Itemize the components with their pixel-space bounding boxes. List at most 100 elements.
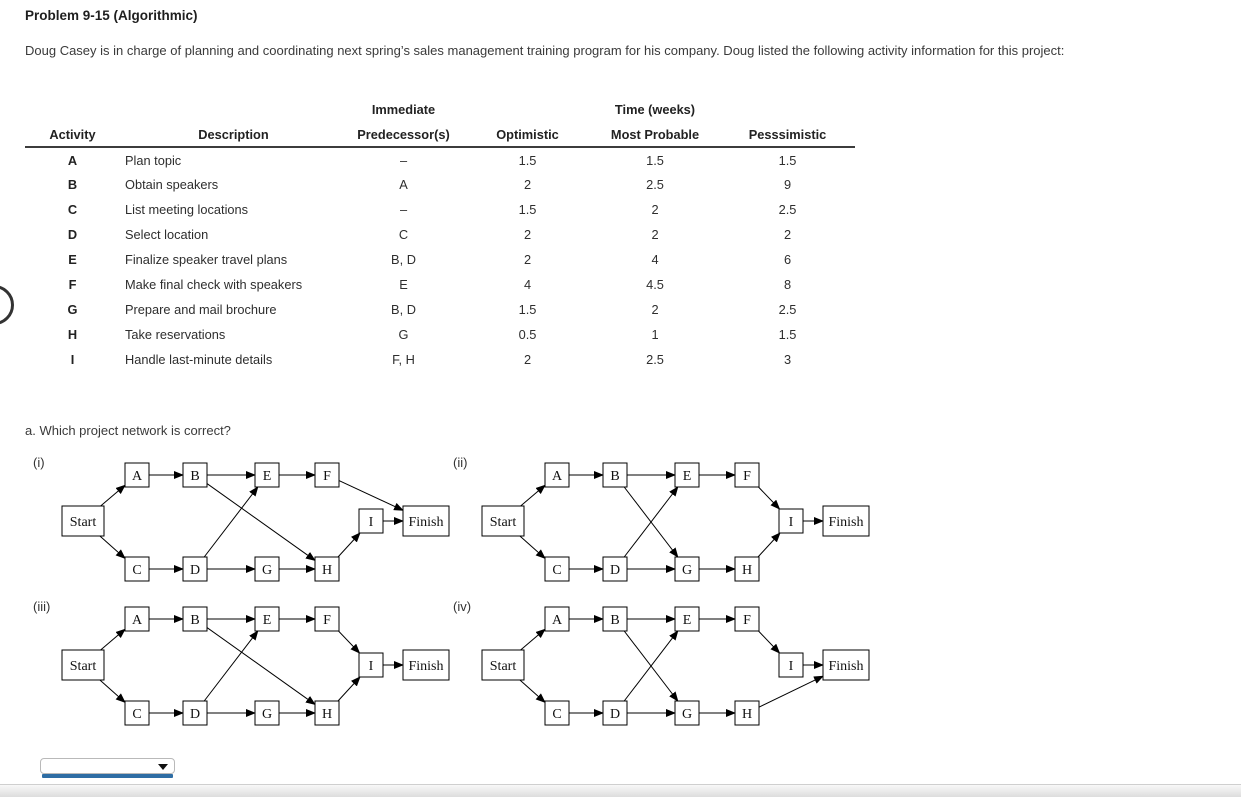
node-box-E — [674, 606, 700, 632]
node-box-Finish — [402, 505, 450, 537]
node-label-C: C — [132, 707, 141, 722]
table-cell: 1.5 — [778, 152, 797, 168]
node-box-C — [544, 700, 570, 726]
node-box-C — [124, 700, 150, 726]
node-box-A — [124, 606, 150, 632]
table-cell: I — [70, 352, 75, 367]
edge-F-I — [338, 630, 361, 654]
diagram-label: (i) — [33, 455, 45, 470]
table-header-immediate: Immediate — [371, 102, 436, 117]
table-cell: 2 — [651, 227, 659, 242]
node-label-I: I — [789, 515, 794, 530]
table-cell: 2 — [523, 252, 532, 267]
node-box-F — [734, 606, 760, 632]
table-header-spacer — [465, 97, 590, 122]
edge-F-I — [758, 486, 781, 510]
node-box-B — [602, 606, 628, 632]
node-box-C — [544, 556, 570, 582]
panel-handle-icon[interactable] — [0, 285, 14, 325]
node-box-H — [734, 700, 760, 726]
node-label-D: D — [610, 707, 620, 722]
node-box-Start — [61, 505, 105, 537]
table-group-header-row: Immediate Time (weeks) — [25, 97, 855, 122]
node-label-E: E — [683, 613, 692, 628]
edge-D-E — [203, 486, 259, 558]
activity-table: Immediate Time (weeks) Activity Descript… — [25, 97, 855, 372]
table-cell: 2.5 — [646, 352, 664, 367]
intro-text: Doug Casey is in charge of planning and … — [25, 43, 1065, 58]
table-column-header-row: Activity Description Predecessor(s) Opti… — [25, 122, 855, 148]
node-label-F: F — [323, 469, 331, 484]
node-box-H — [314, 556, 340, 582]
node-label-Start: Start — [490, 659, 517, 674]
table-cell: 1.5 — [518, 152, 537, 168]
table-cell: List meeting locations — [125, 202, 249, 217]
table-cell: 2 — [523, 352, 532, 367]
edge-B-H — [206, 483, 316, 562]
table-cell: 6 — [783, 252, 792, 267]
node-label-B: B — [610, 613, 619, 628]
node-label-I: I — [369, 659, 374, 674]
node-box-Finish — [822, 505, 870, 537]
edge-Start-A — [100, 484, 126, 507]
node-box-F — [314, 462, 340, 488]
table-header-description: Description — [120, 122, 342, 148]
node-label-H: H — [742, 707, 752, 722]
diagram-label: (iv) — [453, 599, 472, 614]
node-box-Start — [61, 649, 105, 681]
node-label-E: E — [263, 469, 272, 484]
node-box-Start — [481, 505, 525, 537]
node-label-Finish: Finish — [828, 515, 863, 530]
table-cell: Handle last-minute details — [125, 352, 273, 367]
table-cell: B, D — [391, 302, 416, 317]
table-cell: H — [67, 327, 78, 342]
node-box-E — [254, 462, 280, 488]
table-header-spacer — [120, 97, 342, 122]
table-cell: E — [68, 252, 77, 267]
edge-B-H — [206, 627, 316, 706]
table-cell: D — [67, 227, 78, 242]
node-label-C: C — [552, 563, 561, 578]
edge-Start-C — [99, 535, 126, 559]
edge-H-I — [757, 532, 781, 558]
node-label-F: F — [743, 613, 751, 628]
table-cell: 4 — [523, 277, 532, 292]
table-cell: 0.5 — [518, 327, 537, 342]
table-header-predecessors: Predecessor(s) — [342, 122, 465, 148]
table-cell: 2 — [523, 227, 532, 242]
node-box-D — [182, 700, 208, 726]
node-label-D: D — [190, 707, 200, 722]
table-cell: 8 — [783, 277, 792, 292]
edge-Start-C — [519, 679, 546, 703]
edge-Start-A — [100, 628, 126, 651]
edge-F-Finish — [338, 480, 404, 511]
node-box-H — [734, 556, 760, 582]
table-cell: B — [67, 177, 78, 192]
node-label-B: B — [190, 613, 199, 628]
table-cell: 2.5 — [646, 177, 664, 192]
answer-select-underline — [42, 774, 173, 778]
table-cell: 9 — [783, 177, 792, 192]
node-box-I — [358, 652, 384, 678]
table-cell: 4.5 — [646, 277, 664, 292]
table-cell: Plan topic — [125, 152, 182, 168]
table-header-spacer — [25, 97, 120, 122]
table-cell: 2 — [651, 202, 659, 217]
answer-select[interactable] — [40, 758, 175, 774]
node-box-A — [544, 606, 570, 632]
node-box-F — [734, 462, 760, 488]
table-cell: 2 — [523, 177, 532, 192]
table-cell: 1.5 — [778, 327, 797, 342]
table-cell: F — [68, 277, 77, 292]
node-box-E — [254, 606, 280, 632]
table-cell: 2 — [783, 227, 792, 242]
table-cell: 1.5 — [518, 202, 537, 217]
node-box-A — [544, 462, 570, 488]
table-cell: 3 — [783, 352, 792, 367]
table-cell: 1 — [651, 327, 659, 342]
